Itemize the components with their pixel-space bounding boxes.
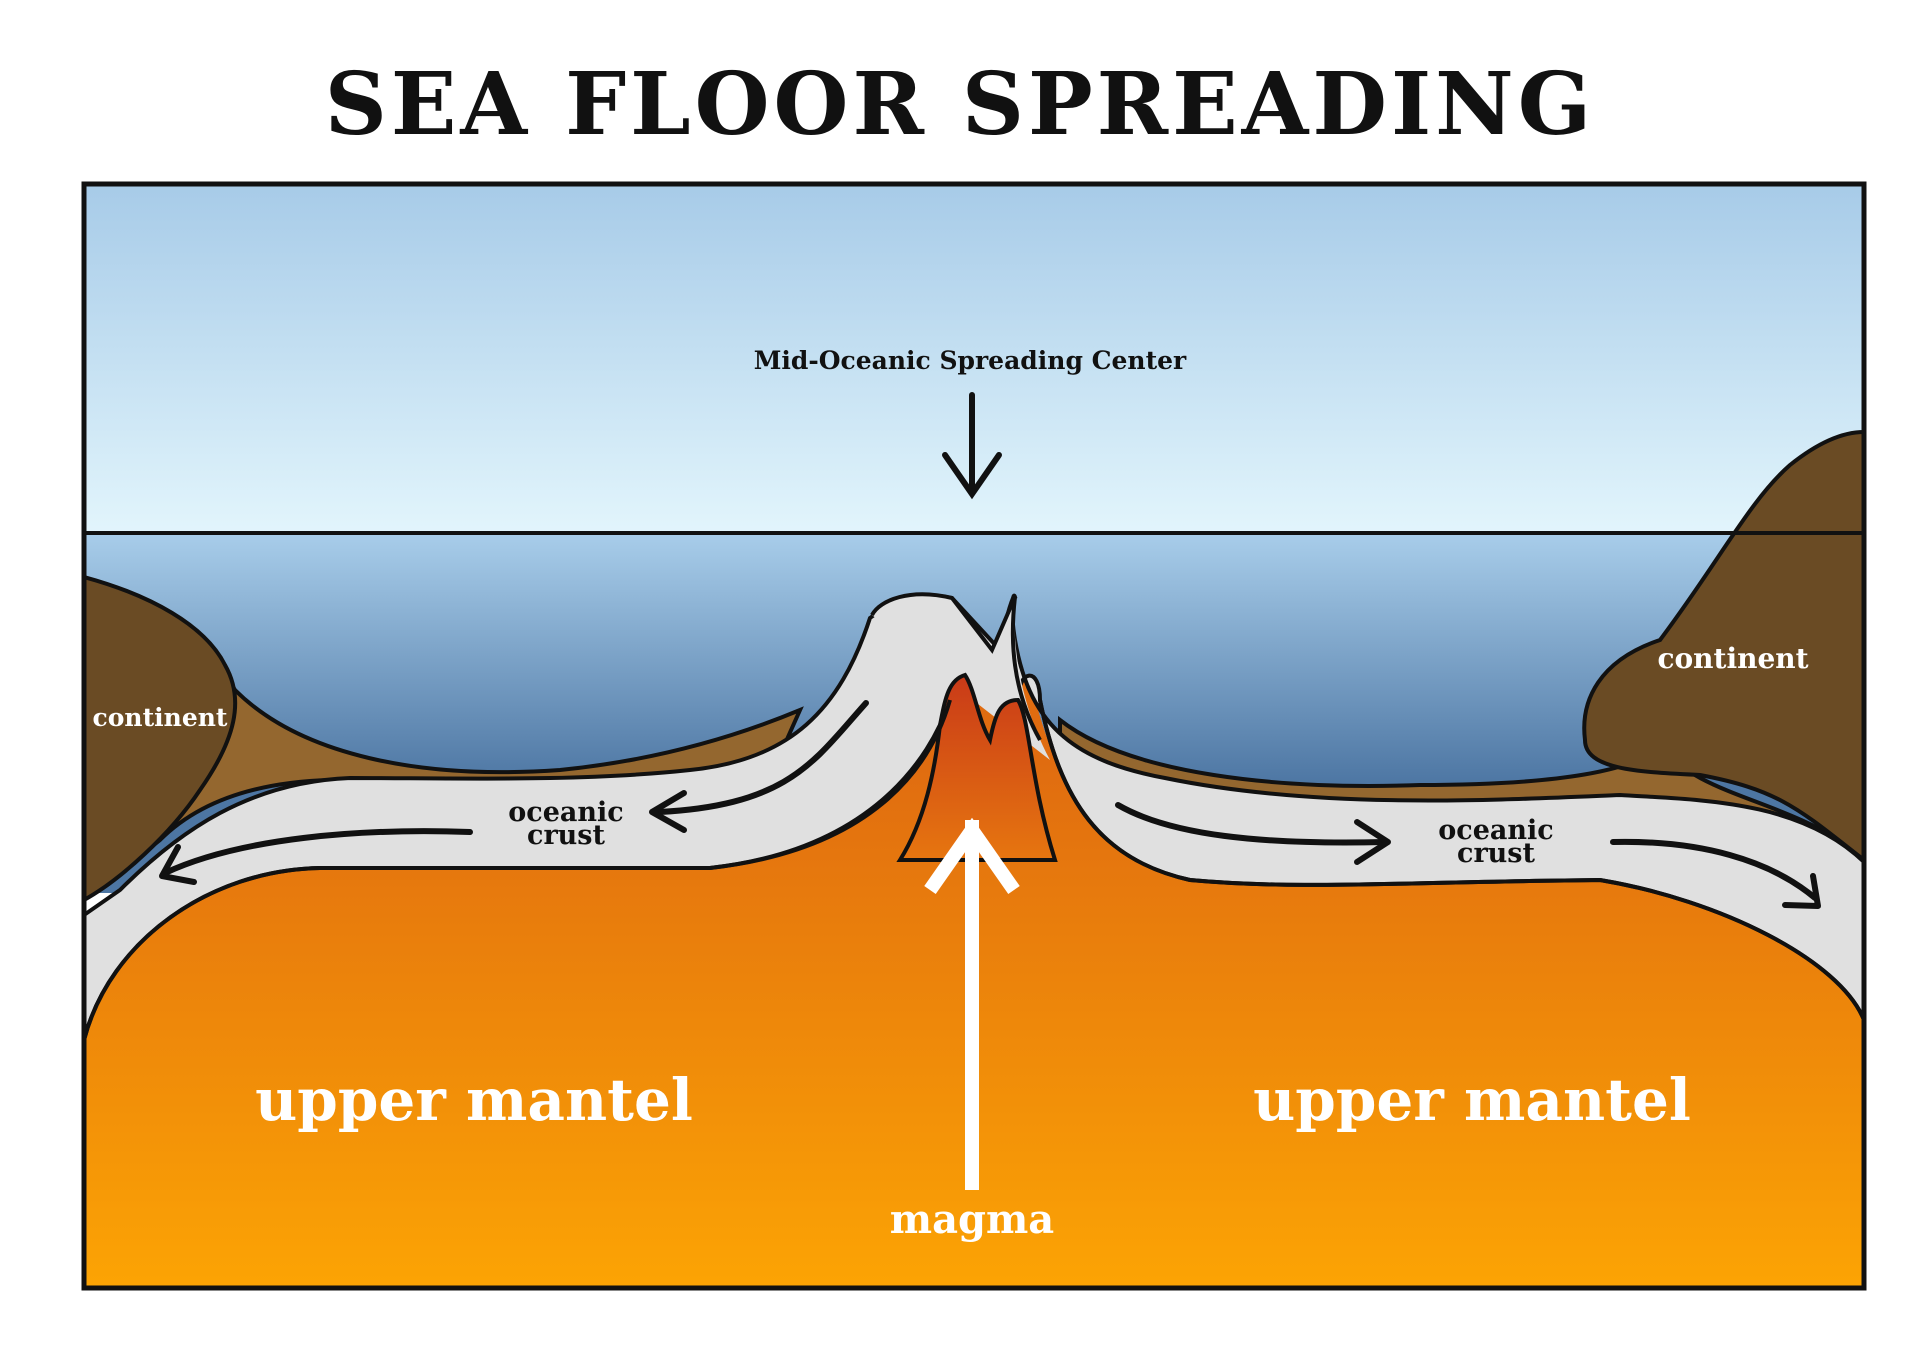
- crust-flow-arrows: [159, 700, 1821, 909]
- magma-plume: [896, 672, 1058, 862]
- upper-mantle-right-label: upper mantel: [1253, 1066, 1691, 1134]
- upper-mantle-left-label: upper mantel: [255, 1066, 693, 1134]
- continent-left: [84, 574, 238, 903]
- arrow-left-upper: [657, 700, 869, 815]
- continent-right-label: continent: [1657, 642, 1808, 675]
- diagram-frame: [81, 181, 1867, 1291]
- mantle-boundary: [84, 699, 1864, 1041]
- ridge-crest-outline: [870, 592, 1042, 741]
- continent-left-label: continent: [93, 703, 228, 732]
- arrowhead-right-upper: [1354, 819, 1391, 865]
- spreading-center-label: Mid-Oceanic Spreading Center: [754, 346, 1187, 375]
- oceanic-crust-right-line2: crust: [1457, 838, 1535, 869]
- magma-arrow: [924, 817, 1020, 1190]
- oceanic-crust-left-line1: oceanic: [508, 797, 623, 828]
- arrow-right-lower: [1610, 838, 1818, 901]
- arrowhead-left-lower: [159, 844, 197, 885]
- arrow-right-upper: [1115, 802, 1388, 846]
- arrowhead-right-lower: [1782, 873, 1821, 909]
- magma-label: magma: [890, 1196, 1054, 1243]
- page-title: SEA FLOOR SPREADING: [324, 54, 1596, 155]
- continent-right: [1582, 429, 1864, 863]
- arrow-left-lower: [162, 828, 473, 876]
- oceanic-crust-left-line2: crust: [527, 820, 605, 851]
- spreading-center-arrow: [942, 392, 1002, 500]
- arrowhead-left-upper: [649, 790, 687, 833]
- oceanic-crust-right-line1: oceanic: [1438, 815, 1553, 846]
